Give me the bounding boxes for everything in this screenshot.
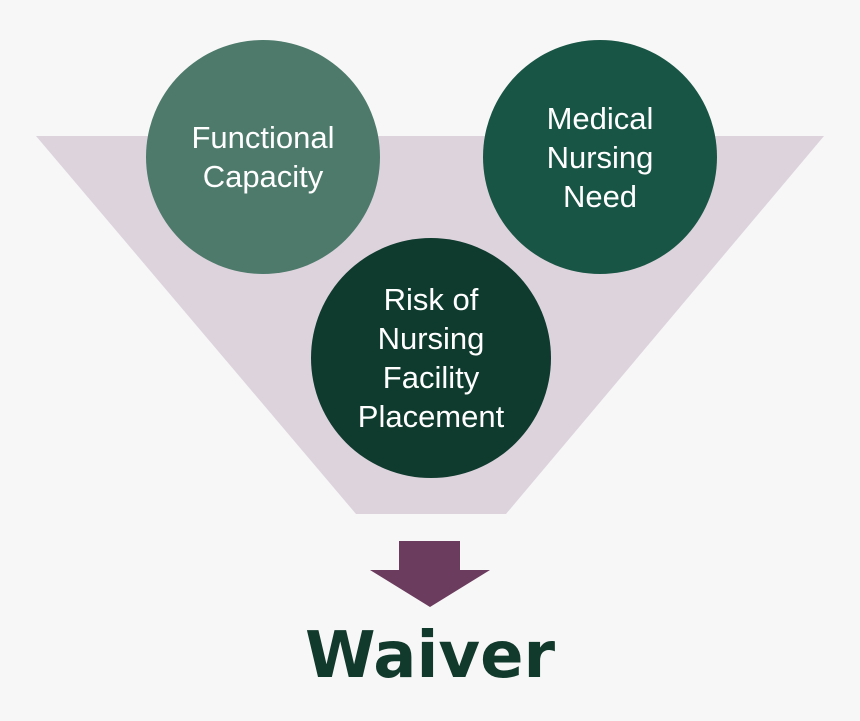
medical-nursing-need-label: Medical Nursing Need — [546, 100, 654, 214]
medical-nursing-need-circle: Medical Nursing Need — [483, 40, 717, 274]
down-arrow-icon — [370, 541, 490, 607]
functional-capacity-label: Functional Capacity — [191, 120, 335, 194]
risk-nursing-facility-placement-label: Risk of Nursing Facility Placement — [357, 282, 505, 434]
functional-capacity-circle: Functional Capacity — [146, 40, 380, 274]
down-arrow-shape — [370, 541, 490, 607]
waiver-label: Waiver — [304, 619, 556, 693]
risk-nursing-facility-placement-circle: Risk of Nursing Facility Placement — [311, 238, 551, 478]
